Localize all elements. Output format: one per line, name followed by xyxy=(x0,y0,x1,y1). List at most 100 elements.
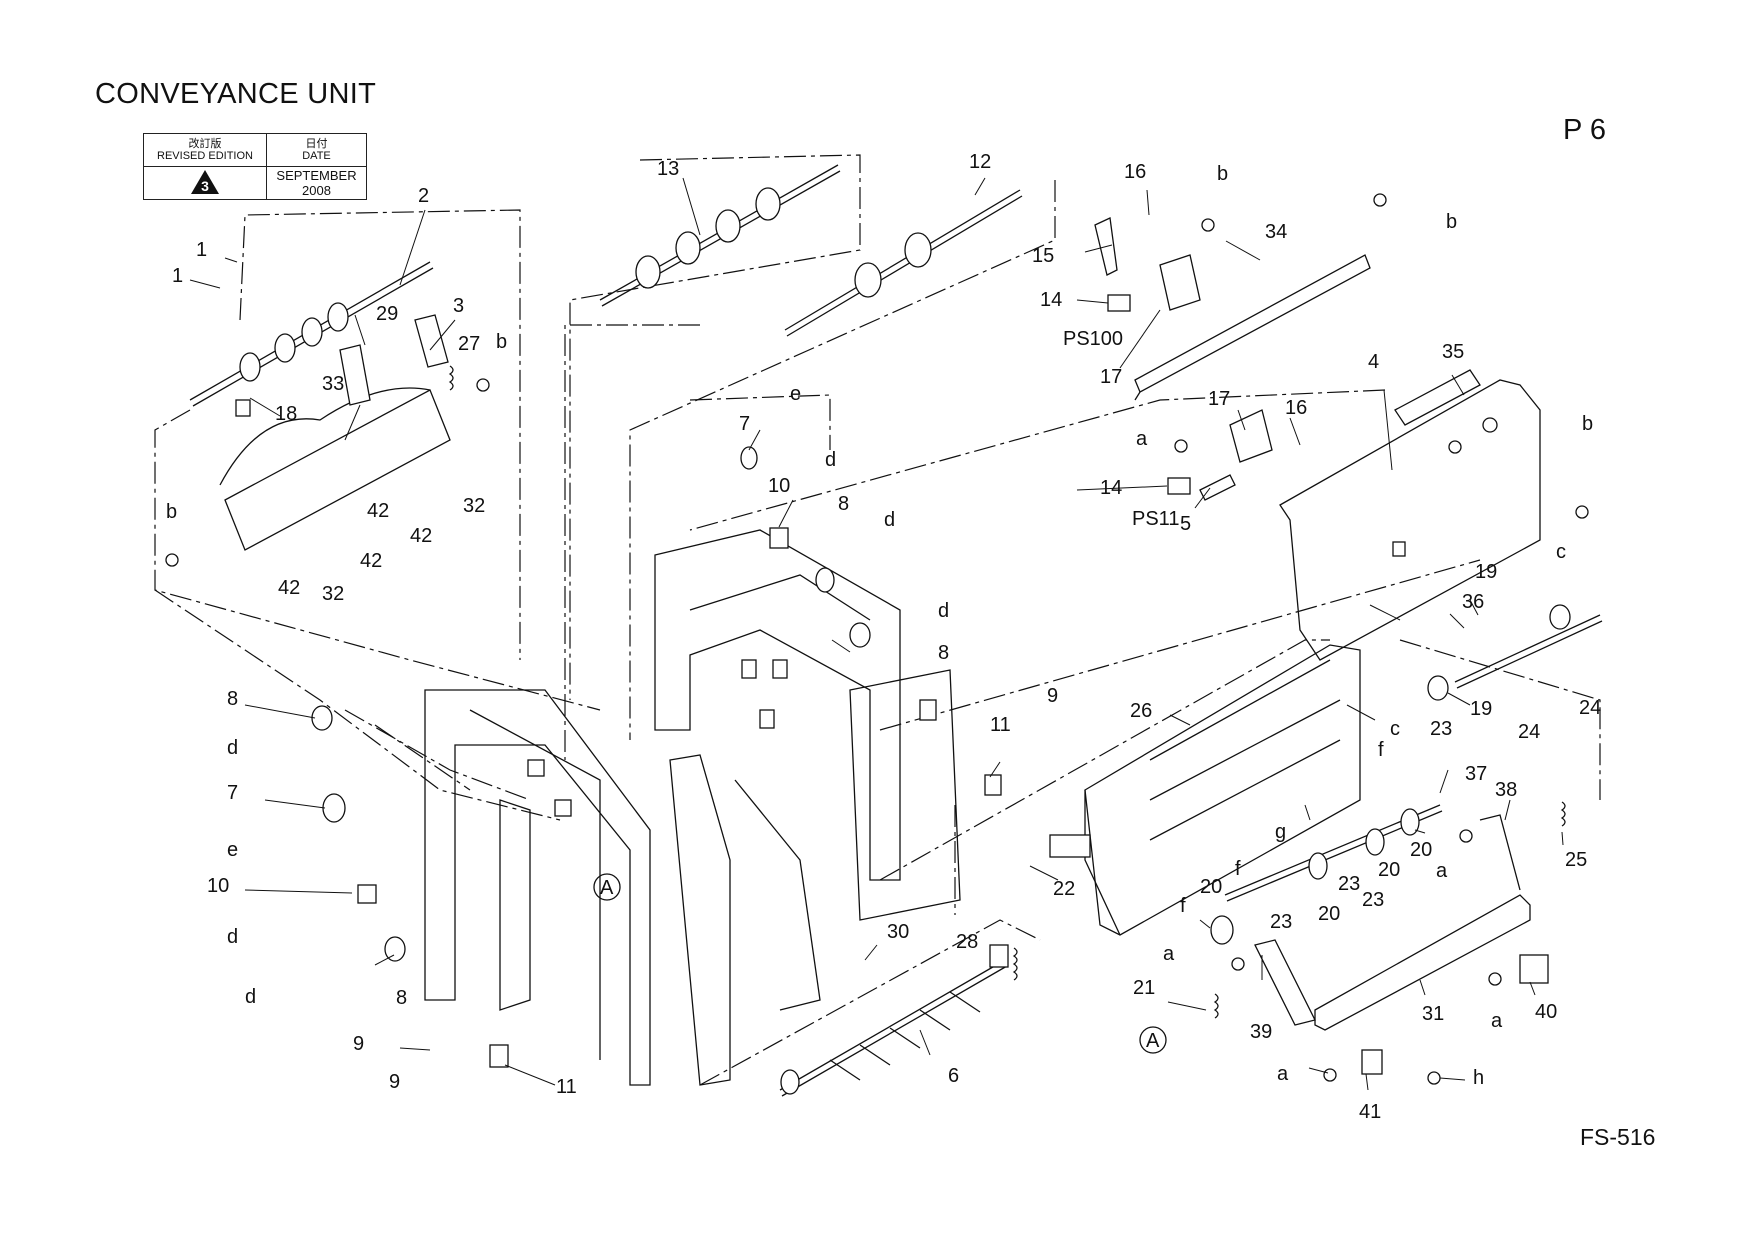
sensor-label-ps100: PS100 xyxy=(1063,328,1123,350)
callout-24: 24 xyxy=(1579,697,1601,719)
callout-32: 32 xyxy=(463,495,485,517)
center-frame xyxy=(654,529,961,921)
date-label-jp: 日付 xyxy=(305,138,328,150)
callout-9: 9 xyxy=(353,1033,364,1055)
callout-3: 3 xyxy=(453,295,464,317)
callout-42: 42 xyxy=(410,525,432,547)
page-number: P 6 xyxy=(1563,114,1607,146)
date-label: DATE xyxy=(302,150,331,162)
callout-b: b xyxy=(496,331,507,353)
roller-shaft-13 xyxy=(599,164,841,307)
sensor-ps11 xyxy=(1167,409,1273,501)
callout-d: d xyxy=(245,986,256,1008)
edition-number: 3 xyxy=(201,178,209,194)
callout-18: 18 xyxy=(275,403,297,425)
callout-10: 10 xyxy=(768,475,790,497)
callout-11: 11 xyxy=(990,714,1011,736)
reference-marker-a2 xyxy=(1139,1026,1167,1054)
callout-1: 1 xyxy=(196,239,207,261)
plate-31 xyxy=(1314,814,1531,1031)
callout-8: 8 xyxy=(227,688,238,710)
sensor-label-ps11: PS11 xyxy=(1132,508,1179,530)
callout-23: 23 xyxy=(1430,718,1452,740)
cover-35 xyxy=(1279,369,1541,661)
bracket-40 xyxy=(1519,954,1549,984)
shaft-37 xyxy=(1210,804,1443,945)
callout-11: 11 xyxy=(556,1076,577,1098)
callout-b: b xyxy=(1582,413,1593,435)
callout-e: e xyxy=(227,839,238,861)
callout-16: 16 xyxy=(1124,161,1146,183)
callout-31: 31 xyxy=(1422,1003,1444,1025)
callout-41: 41 xyxy=(1359,1101,1381,1123)
date-year: 2008 xyxy=(302,183,331,198)
leader-lines xyxy=(189,177,1564,1091)
callout-f: f xyxy=(1378,739,1384,761)
callout-f: f xyxy=(1235,858,1241,880)
callout-20: 20 xyxy=(1410,839,1432,861)
callout-d: d xyxy=(938,600,949,622)
callout-13: 13 xyxy=(657,158,679,180)
shaft-36 xyxy=(1427,604,1603,701)
callout-labels: 1 1 2 3 4 5 6 7 7 8 8 8 8 9 9 9 10 10 11… xyxy=(166,151,1601,1123)
callout-d: d xyxy=(884,509,895,531)
callout-17: 17 xyxy=(1208,388,1230,410)
callout-e: e xyxy=(790,383,801,405)
springs xyxy=(448,365,1566,1019)
callout-29: 29 xyxy=(376,303,398,325)
date-month: SEPTEMBER xyxy=(276,168,357,183)
callout-a: a xyxy=(1163,943,1175,965)
screws xyxy=(165,193,1589,1085)
callout-8: 8 xyxy=(396,987,407,1009)
callout-24: 24 xyxy=(1518,721,1540,743)
callout-d: d xyxy=(227,737,238,759)
callout-g: g xyxy=(1275,821,1286,843)
callout-9: 9 xyxy=(389,1071,400,1093)
callout-34: 34 xyxy=(1265,221,1287,243)
callout-h: h xyxy=(1473,1067,1484,1089)
callout-28: 28 xyxy=(956,931,978,953)
callout-d: d xyxy=(825,449,836,471)
callout-2: 2 xyxy=(418,185,429,207)
roller-shaft-6 xyxy=(779,944,1009,1097)
bracket-41 xyxy=(1361,1049,1383,1075)
guide-26 xyxy=(1049,644,1361,936)
callout-9: 9 xyxy=(1047,685,1058,707)
left-frame xyxy=(424,689,651,1086)
callout-42: 42 xyxy=(360,550,382,572)
callout-20: 20 xyxy=(1318,903,1340,925)
reference-label-a: A xyxy=(1146,1030,1160,1052)
sensor-ps100 xyxy=(1094,217,1201,312)
assembly-lines xyxy=(154,154,1601,1086)
callout-23: 23 xyxy=(1338,873,1360,895)
callout-12: 12 xyxy=(969,151,991,173)
callout-30: 30 xyxy=(887,921,909,943)
revision-box: 改訂版 REVISED EDITION 日付 DATE 3 SEPTEMBER … xyxy=(143,133,367,200)
roller-shaft-12 xyxy=(784,189,1023,337)
guide-plate-33 xyxy=(219,314,451,551)
callout-27: 27 xyxy=(458,333,480,355)
callout-1: 1 xyxy=(172,265,183,287)
callout-a: a xyxy=(1136,428,1148,450)
callout-23: 23 xyxy=(1270,911,1292,933)
callout-7: 7 xyxy=(227,782,238,804)
page-title: CONVEYANCE UNIT xyxy=(95,78,377,110)
callout-22: 22 xyxy=(1053,878,1075,900)
callout-c: c xyxy=(1556,541,1566,563)
model-code: FS-516 xyxy=(1580,1124,1656,1150)
date-cell: SEPTEMBER 2008 xyxy=(266,166,367,200)
callout-a: a xyxy=(1491,1010,1503,1032)
callout-16: 16 xyxy=(1285,397,1307,419)
callout-38: 38 xyxy=(1495,779,1517,801)
edition-triangle-icon: 3 xyxy=(191,169,219,194)
callout-32: 32 xyxy=(322,583,344,605)
callout-36: 36 xyxy=(1462,591,1484,613)
callout-39: 39 xyxy=(1250,1021,1272,1043)
revised-edition-label: REVISED EDITION xyxy=(157,150,253,162)
edition-cell: 3 xyxy=(143,166,267,200)
revised-edition-header: 改訂版 REVISED EDITION xyxy=(143,133,267,167)
callout-19: 19 xyxy=(1475,561,1497,583)
callout-7: 7 xyxy=(739,413,750,435)
callout-17: 17 xyxy=(1100,366,1122,388)
